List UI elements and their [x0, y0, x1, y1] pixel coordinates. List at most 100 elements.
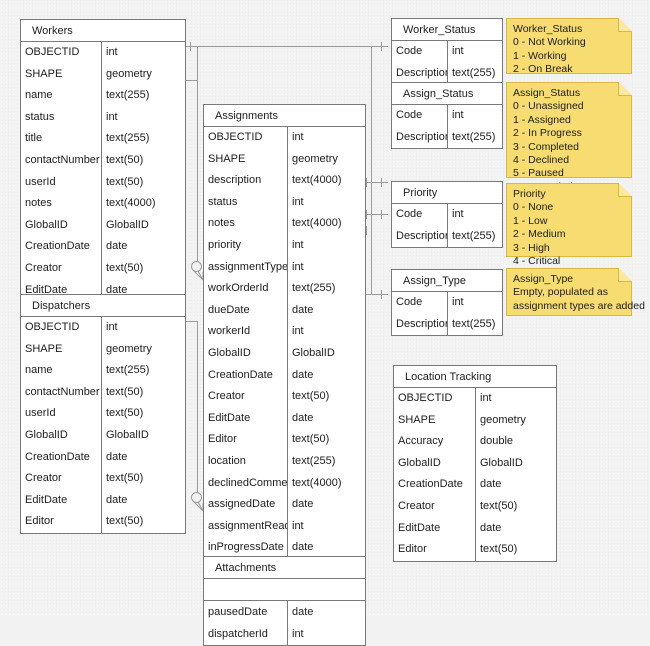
field-type: int: [292, 260, 304, 273]
table-title-dispatchers: Dispatchers: [21, 295, 185, 317]
field-name: dispatcherId: [204, 623, 288, 646]
field-type: text(255): [292, 282, 336, 295]
field-type: text(255): [452, 317, 496, 330]
field-type: geometry: [292, 152, 338, 165]
field-type: date: [292, 368, 314, 381]
field-name: Description: [392, 62, 448, 85]
field-type: text(255): [106, 364, 150, 377]
field-name: Editor: [394, 539, 476, 561]
note-line: 1 - Working: [513, 49, 567, 62]
field-name: GlobalID: [21, 214, 102, 237]
field-name: Creator: [204, 386, 288, 408]
field-type: text(255): [106, 89, 150, 102]
field-name: name: [21, 85, 102, 107]
field-name: Creator: [21, 468, 102, 490]
field-type: date: [292, 303, 314, 316]
field-type: text(50): [106, 407, 144, 420]
field-type: text(50): [292, 390, 330, 403]
field-type: text(255): [452, 66, 496, 79]
table-title-assignments: Assignments: [204, 105, 365, 127]
field-name: CreationDate: [21, 236, 102, 258]
field-type: int: [106, 110, 118, 123]
table-row: Description text(255): [392, 62, 502, 85]
field-name: Creator: [394, 495, 476, 518]
field-type: text(255): [292, 454, 336, 467]
field-type: GlobalID: [480, 456, 523, 469]
field-name: Code: [392, 292, 448, 314]
field-name: notes: [21, 193, 102, 215]
field-type: text(4000): [106, 197, 156, 210]
field-name: status: [21, 106, 102, 129]
table-attachments[interactable]: Attachments: [203, 556, 366, 601]
field-type: int: [480, 392, 492, 404]
note-line: 1 - Low: [513, 214, 548, 227]
connector-dispatchers-v1: [197, 321, 198, 493]
field-type: int: [106, 321, 118, 333]
connector-workers-worker-status-h2: [195, 46, 388, 47]
cardinality-zero-workerid: [191, 261, 202, 272]
table-title-worker-status: Worker_Status: [392, 19, 502, 41]
field-type: int: [452, 208, 464, 220]
field-name: status: [204, 191, 288, 214]
field-type: double: [480, 435, 514, 448]
note-title: Assign_Type: [513, 273, 574, 285]
field-name: Code: [392, 204, 448, 226]
field-name: CreationDate: [21, 446, 102, 469]
field-name: assignedDate: [204, 494, 288, 516]
field-name: EditDate: [21, 279, 102, 302]
field-type: date: [480, 478, 502, 491]
field-type: int: [292, 519, 304, 532]
field-type: geometry: [106, 67, 152, 80]
field-name: userId: [21, 171, 102, 194]
field-name: Description: [392, 225, 448, 248]
field-type: text(50): [106, 385, 144, 398]
field-type: int: [292, 325, 304, 338]
field-type: text(50): [106, 175, 144, 188]
field-name: GlobalID: [204, 342, 288, 365]
field-type: date: [106, 240, 128, 253]
field-name: Code: [392, 41, 448, 63]
note-title: Priority: [513, 188, 546, 200]
connector-assign-status-h: [366, 182, 388, 183]
field-type: int: [452, 45, 464, 57]
note-line: 0 - Not Working: [513, 36, 586, 49]
field-type: date: [292, 498, 314, 511]
note-line: 3 - High: [513, 241, 550, 254]
field-type: text(255): [106, 132, 150, 145]
field-name: OBJECTID: [394, 388, 476, 410]
connector-workers-status-h1: [185, 80, 197, 81]
